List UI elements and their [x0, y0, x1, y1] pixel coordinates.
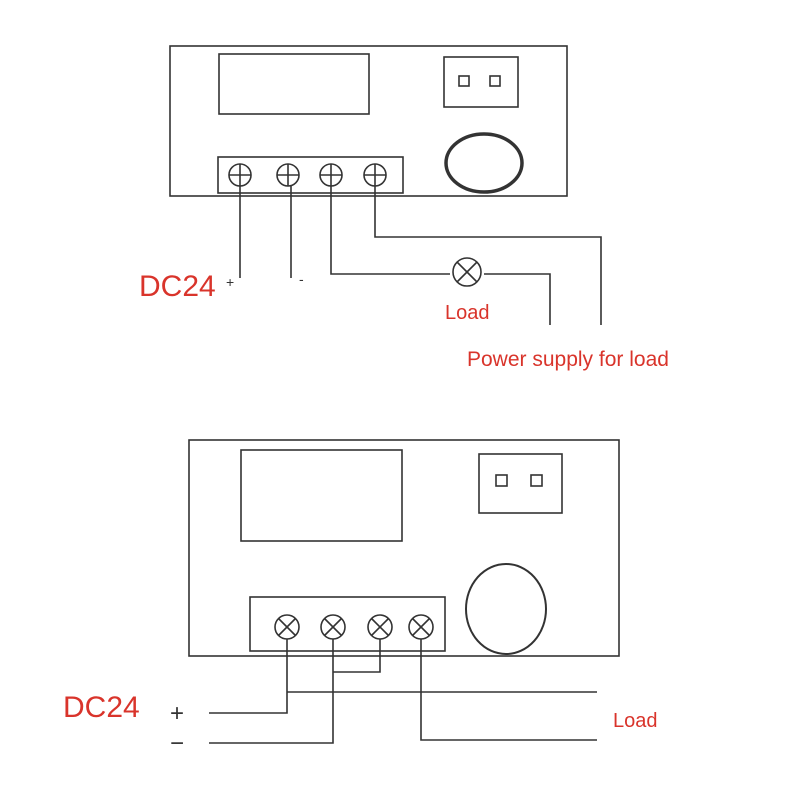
bottom-dc24-label: DC24 [63, 691, 140, 724]
top-terminal-4 [363, 163, 387, 187]
bottom-sensor-port [478, 453, 563, 514]
bottom-wire-plus [209, 639, 288, 714]
top-terminal-block [217, 156, 404, 194]
bottom-sensor-port-pin-left [495, 474, 508, 487]
top-wire-supply [374, 186, 602, 325]
bottom-minus-sign: − [170, 730, 184, 757]
bottom-terminal-3 [367, 614, 393, 640]
top-dc24-label: DC24 [139, 270, 216, 303]
top-plus-sign: + [226, 274, 234, 290]
top-sensor-port [443, 56, 519, 108]
bottom-sensor-port-pin-right [530, 474, 543, 487]
top-terminal-2 [276, 163, 300, 187]
bottom-wire-bridge [333, 639, 381, 673]
top-knob [444, 132, 524, 194]
top-display-window [218, 53, 370, 115]
bottom-display-window [240, 449, 403, 542]
top-terminal-1 [228, 163, 252, 187]
bottom-terminal-2 [320, 614, 346, 640]
top-device-body [169, 45, 568, 197]
top-lamp [452, 257, 482, 287]
lamp-cross-icon [452, 257, 482, 287]
top-sensor-port-pin-right [489, 75, 501, 87]
top-power-supply-label: Power supply for load [467, 348, 669, 371]
top-minus-sign: - [299, 271, 304, 287]
bottom-plus-sign: + [170, 700, 184, 727]
top-wiring-diagram [169, 45, 602, 325]
bottom-wire-minus [209, 639, 334, 744]
bottom-knob [465, 563, 547, 655]
bottom-terminal-1 [274, 614, 300, 640]
bottom-wire-load-2 [420, 639, 597, 741]
bottom-load-label: Load [613, 710, 658, 732]
top-load-label: Load [445, 302, 490, 324]
bottom-terminal-4 [408, 614, 434, 640]
top-wire-load-out [484, 273, 551, 325]
bottom-wiring-diagram [188, 439, 620, 744]
top-wire-load-in [330, 186, 450, 275]
bottom-terminal-block [249, 596, 446, 652]
top-sensor-port-pin-left [458, 75, 470, 87]
top-terminal-3 [319, 163, 343, 187]
bottom-device-body [188, 439, 620, 657]
